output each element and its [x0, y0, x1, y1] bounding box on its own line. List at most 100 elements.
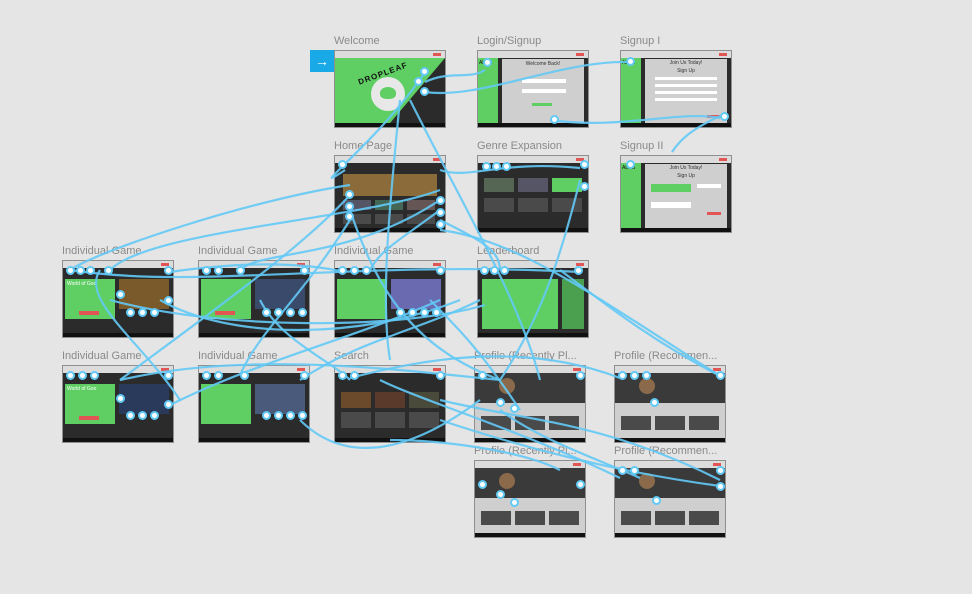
link-hotspot[interactable]: [298, 308, 307, 317]
link-hotspot[interactable]: [436, 196, 445, 205]
frame-profile-recent2[interactable]: [474, 460, 586, 538]
link-hotspot[interactable]: [76, 266, 85, 275]
link-hotspot[interactable]: [496, 490, 505, 499]
link-hotspot[interactable]: [362, 266, 371, 275]
link-hotspot[interactable]: [164, 296, 173, 305]
link-hotspot[interactable]: [66, 371, 75, 380]
link-hotspot[interactable]: [116, 394, 125, 403]
link-hotspot[interactable]: [286, 308, 295, 317]
link-hotspot[interactable]: [138, 308, 147, 317]
link-hotspot[interactable]: [492, 162, 501, 171]
link-hotspot[interactable]: [164, 400, 173, 409]
frame-search[interactable]: [334, 365, 446, 443]
link-hotspot[interactable]: [138, 411, 147, 420]
link-hotspot[interactable]: [510, 404, 519, 413]
link-hotspot[interactable]: [580, 182, 589, 191]
link-hotspot[interactable]: [286, 411, 295, 420]
link-hotspot[interactable]: [300, 266, 309, 275]
link-hotspot[interactable]: [202, 266, 211, 275]
link-hotspot[interactable]: [576, 480, 585, 489]
link-hotspot[interactable]: [550, 115, 559, 124]
frame-welcome[interactable]: DROPLEAF: [334, 50, 446, 128]
link-hotspot[interactable]: [66, 266, 75, 275]
link-hotspot[interactable]: [478, 371, 487, 380]
link-hotspot[interactable]: [630, 466, 639, 475]
link-hotspot[interactable]: [150, 411, 159, 420]
link-hotspot[interactable]: [642, 371, 651, 380]
link-hotspot[interactable]: [338, 266, 347, 275]
link-hotspot[interactable]: [126, 308, 135, 317]
link-hotspot[interactable]: [574, 266, 583, 275]
link-hotspot[interactable]: [420, 308, 429, 317]
link-hotspot[interactable]: [502, 162, 511, 171]
link-hotspot[interactable]: [300, 371, 309, 380]
link-hotspot[interactable]: [274, 308, 283, 317]
link-hotspot[interactable]: [350, 266, 359, 275]
link-hotspot[interactable]: [576, 371, 585, 380]
link-hotspot[interactable]: [478, 480, 487, 489]
link-hotspot[interactable]: [214, 371, 223, 380]
link-hotspot[interactable]: [436, 220, 445, 229]
link-hotspot[interactable]: [78, 371, 87, 380]
frame-profile-rec1[interactable]: [614, 365, 726, 443]
link-hotspot[interactable]: [214, 266, 223, 275]
link-hotspot[interactable]: [500, 266, 509, 275]
link-hotspot[interactable]: [480, 266, 489, 275]
link-hotspot[interactable]: [90, 371, 99, 380]
link-hotspot[interactable]: [420, 67, 429, 76]
frame-label-genre: Genre Expansion: [477, 140, 562, 152]
link-hotspot[interactable]: [720, 112, 729, 121]
link-hotspot[interactable]: [436, 371, 445, 380]
link-hotspot[interactable]: [345, 212, 354, 221]
link-hotspot[interactable]: [436, 266, 445, 275]
link-hotspot[interactable]: [716, 466, 725, 475]
link-hotspot[interactable]: [490, 266, 499, 275]
link-hotspot[interactable]: [496, 398, 505, 407]
link-hotspot[interactable]: [432, 308, 441, 317]
link-hotspot[interactable]: [104, 266, 113, 275]
link-hotspot[interactable]: [396, 308, 405, 317]
link-hotspot[interactable]: [436, 208, 445, 217]
link-hotspot[interactable]: [274, 411, 283, 420]
frame-label-signup1: Signup I: [620, 35, 661, 47]
link-hotspot[interactable]: [618, 371, 627, 380]
link-hotspot[interactable]: [86, 266, 95, 275]
link-hotspot[interactable]: [420, 87, 429, 96]
link-hotspot[interactable]: [126, 411, 135, 420]
link-hotspot[interactable]: [338, 371, 347, 380]
start-flow-button[interactable]: →: [310, 50, 334, 72]
link-hotspot[interactable]: [338, 160, 347, 169]
link-hotspot[interactable]: [202, 371, 211, 380]
link-hotspot[interactable]: [716, 371, 725, 380]
link-hotspot[interactable]: [164, 266, 173, 275]
link-hotspot[interactable]: [650, 398, 659, 407]
link-hotspot[interactable]: [482, 162, 491, 171]
link-hotspot[interactable]: [240, 371, 249, 380]
link-hotspot[interactable]: [626, 160, 635, 169]
frame-signup1[interactable]: About Join Us Today! Sign Up: [620, 50, 732, 128]
link-hotspot[interactable]: [345, 202, 354, 211]
link-hotspot[interactable]: [262, 308, 271, 317]
link-hotspot[interactable]: [618, 466, 627, 475]
link-hotspot[interactable]: [262, 411, 271, 420]
link-hotspot[interactable]: [408, 308, 417, 317]
link-hotspot[interactable]: [716, 482, 725, 491]
link-hotspot[interactable]: [580, 160, 589, 169]
link-hotspot[interactable]: [350, 371, 359, 380]
link-hotspot[interactable]: [414, 77, 423, 86]
link-hotspot[interactable]: [626, 57, 635, 66]
link-hotspot[interactable]: [630, 371, 639, 380]
link-hotspot[interactable]: [236, 266, 245, 275]
link-hotspot[interactable]: [652, 496, 661, 505]
frame-login[interactable]: About Welcome Back!: [477, 50, 589, 128]
link-hotspot[interactable]: [483, 58, 492, 67]
link-hotspot[interactable]: [150, 308, 159, 317]
frame-label-game2: Individual Game: [198, 245, 278, 257]
link-hotspot[interactable]: [510, 498, 519, 507]
link-hotspot[interactable]: [345, 190, 354, 199]
link-hotspot[interactable]: [164, 371, 173, 380]
link-hotspot[interactable]: [116, 290, 125, 299]
frame-signup2[interactable]: About Join Us Today! Sign Up: [620, 155, 732, 233]
link-hotspot[interactable]: [298, 411, 307, 420]
